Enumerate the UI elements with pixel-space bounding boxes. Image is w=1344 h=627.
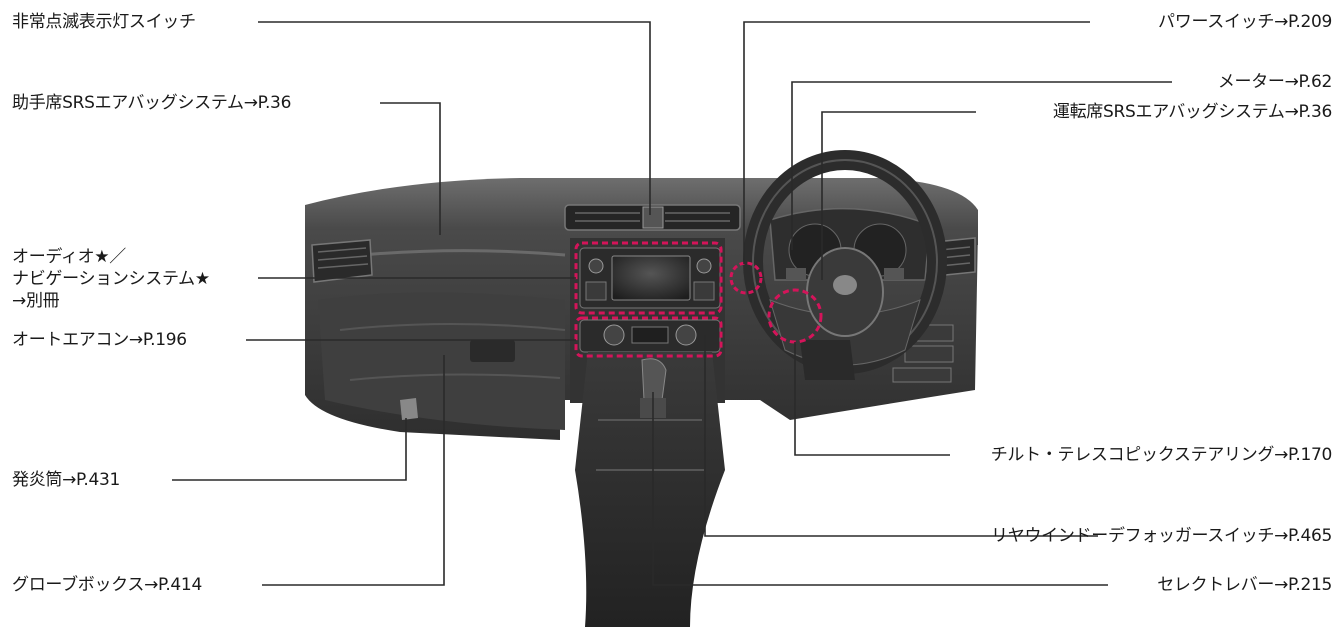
- leader-lines: [172, 21, 1172, 586]
- audio-label-line1: オーディオ★／: [12, 247, 126, 267]
- flare-icon: [400, 398, 418, 420]
- select-lever-label: セレクトレバー→P.215: [1157, 575, 1332, 595]
- power-switch-label: パワースイッチ→P.209: [1158, 12, 1332, 32]
- audio-label-line3: →別冊: [12, 291, 60, 311]
- left-vent-icon: [311, 239, 373, 283]
- steering-column: [800, 340, 855, 380]
- glove-box-label: グローブボックス→P.414: [12, 575, 202, 595]
- auto-aircon-label: オートエアコン→P.196: [12, 330, 187, 350]
- audio-navigation-label: オーディオ★／ ナビゲーションシステム★ →別冊: [12, 246, 210, 312]
- driver-airbag-label: 運転席SRSエアバッグシステム→P.36: [1052, 102, 1332, 122]
- glove-box-handle: [470, 340, 515, 362]
- tilt-telescopic-label: チルト・テレスコピックステアリング→P.170: [990, 445, 1333, 465]
- hazard-switch-label: 非常点滅表示灯スイッチ: [12, 12, 196, 32]
- select-lever-icon: [641, 358, 667, 401]
- meter-label: メーター→P.62: [1217, 72, 1332, 92]
- audio-label-line2: ナビゲーションシステム★: [12, 269, 210, 289]
- hazard-button-icon: [642, 206, 664, 229]
- audio-screen: [611, 255, 691, 301]
- aircon-highlight: [574, 316, 723, 358]
- passenger-airbag-label: 助手席SRSエアバッグシステム→P.36: [12, 93, 292, 113]
- flare-label: 発炎筒→P.431: [12, 470, 120, 490]
- power-switch-highlight: [729, 261, 763, 295]
- rear-defogger-label: リヤウインドーデフォッガースイッチ→P.465: [991, 526, 1332, 546]
